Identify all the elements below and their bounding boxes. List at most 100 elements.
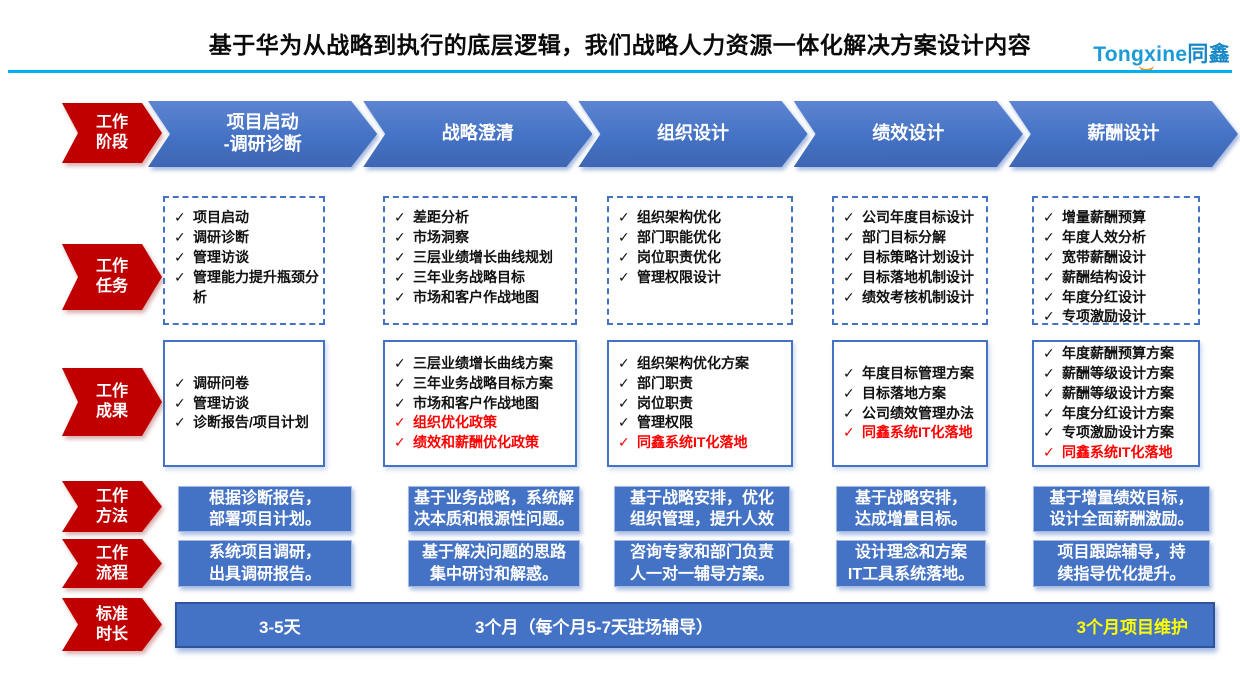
check-item: ✓组织优化政策	[394, 413, 571, 433]
check-item-text: 年度分红设计	[1062, 288, 1146, 305]
check-item-text: 同鑫系统IT化落地	[862, 424, 973, 441]
row-label-outputs: 工作 成果	[62, 368, 162, 436]
check-item: ✓岗位职责优化	[618, 248, 787, 268]
check-item-text: 专项激励设计	[1062, 308, 1146, 325]
row-label-duration-text: 标准 时长	[62, 598, 162, 651]
duration-label-2: 3个月（每个月5-7天驻场辅导）	[475, 617, 714, 637]
check-icon: ✓	[1043, 288, 1055, 305]
check-item-text: 部门职能优化	[637, 228, 721, 245]
method-box-4: 基于战略安排， 达成增量目标。	[836, 486, 986, 532]
check-item: ✓ 管理访谈	[174, 394, 319, 414]
check-item-text: 同鑫系统IT化落地	[1062, 444, 1173, 461]
process-box-4: 设计理念和方案 IT工具系统落地。	[836, 540, 986, 587]
check-item-text: 专项激励设计方案	[1062, 424, 1174, 441]
check-item: ✓部门职责	[618, 374, 787, 394]
check-item: ✓年度分红设计方案	[1043, 404, 1194, 424]
check-item: ✓调研诊断	[174, 228, 319, 248]
check-item: ✓公司年度目标设计	[843, 208, 982, 228]
check-item: ✓ 年度分红设计	[1043, 288, 1194, 308]
check-icon: ✓	[843, 288, 855, 305]
check-icon: ✓	[1043, 364, 1055, 381]
check-item-text: 年度人效分析	[1062, 228, 1146, 245]
check-item: ✓绩效考核机制设计	[843, 288, 982, 308]
check-icon: ✓	[618, 209, 630, 225]
check-icon: ✓	[1043, 424, 1055, 441]
check-item: ✓三层业绩增长曲线规划	[394, 248, 571, 268]
check-item-text: 调研诊断	[193, 228, 249, 245]
check-item: ✓目标策略计划设计	[843, 248, 982, 268]
check-item-text: 目标落地方案	[862, 384, 946, 401]
phase-arrow-4: 绩效设计	[794, 101, 1023, 167]
check-icon: ✓	[1043, 444, 1055, 461]
check-item-text: 管理能力提升瓶颈分析	[193, 268, 319, 305]
check-item-text: 组织架构优化	[637, 209, 721, 225]
check-item-text: 三层业绩增长曲线方案	[413, 354, 553, 371]
check-item: ✓ 年度目标管理方案	[843, 364, 982, 384]
check-icon: ✓	[1043, 248, 1055, 265]
check-item-text: 岗位职责	[637, 394, 693, 411]
phase-arrow-5: 薪酬设计	[1009, 101, 1238, 167]
page-title: 基于华为从战略到执行的底层逻辑，我们战略人力资源一体化解决方案设计内容	[208, 32, 1032, 58]
row-label-stage-text: 工作 阶段	[62, 103, 162, 163]
check-icon: ✓	[843, 384, 855, 401]
check-item: ✓ 调研问卷	[174, 374, 319, 394]
method-box-5: 基于增量绩效目标， 设计全面薪酬激励。	[1033, 486, 1210, 532]
check-item-text: 部门目标分解	[862, 228, 946, 245]
check-item: ✓绩效和薪酬优化政策	[394, 433, 571, 453]
check-icon: ✓	[394, 288, 406, 305]
check-icon: ✓	[174, 394, 186, 411]
check-icon: ✓	[174, 374, 186, 391]
check-item: ✓差距分析	[394, 208, 571, 228]
row-label-outputs-text: 工作 成果	[62, 368, 162, 436]
check-item-text: 组织优化政策	[413, 414, 497, 431]
check-item: ✓市场洞察	[394, 228, 571, 248]
check-item: ✓年度薪酬预算方案	[1043, 344, 1194, 364]
task-box-1: ✓项目启动 ✓调研诊断 ✓管理访谈 ✓管理能力提升瓶颈分析	[163, 196, 325, 325]
check-icon: ✓	[843, 424, 855, 441]
check-item: ✓管理访谈	[174, 248, 319, 268]
check-item: ✓市场和客户作战地图	[394, 394, 571, 414]
check-item: ✓市场和客户作战地图	[394, 288, 571, 308]
check-item-text: 年度目标管理方案	[862, 364, 974, 381]
check-item: ✓组织架构优化方案	[618, 354, 787, 374]
check-icon: ✓	[394, 209, 406, 225]
check-item-text: 部门职责	[637, 374, 693, 391]
row-label-stage: 工作 阶段	[62, 103, 162, 163]
row-label-process-text: 工作 流程	[62, 539, 162, 588]
check-item: ✓管理权限	[618, 413, 787, 433]
check-item-text: 目标策略计划设计	[862, 248, 974, 265]
title-divider	[8, 70, 1232, 73]
method-box-2: 基于业务战略，系统解 决本质和根源性问题。	[408, 486, 580, 532]
check-icon: ✓	[618, 394, 630, 411]
check-icon: ✓	[394, 228, 406, 245]
duration-label-1: 3-5天	[259, 617, 301, 637]
check-icon: ✓	[843, 364, 855, 381]
output-box-2: ✓三层业绩增长曲线方案 ✓三年业务战略目标方案 ✓市场和客户作战地图 ✓组织优化…	[383, 340, 577, 467]
check-item: ✓三年业务战略目标方案	[394, 374, 571, 394]
check-item-text: 调研问卷	[193, 374, 249, 391]
phase-arrow-1: 项目启动 -调研诊断	[148, 101, 377, 167]
check-icon: ✓	[1043, 268, 1055, 285]
check-icon: ✓	[618, 414, 630, 431]
check-item-text: 公司年度目标设计	[862, 209, 974, 225]
row-label-tasks: 工作 任务	[62, 244, 162, 310]
check-item-text: 年度分红设计方案	[1062, 404, 1174, 421]
check-icon: ✓	[394, 354, 406, 371]
check-icon: ✓	[1043, 308, 1055, 325]
check-item-text: 年度薪酬预算方案	[1062, 344, 1174, 361]
check-item-text: 项目启动	[193, 209, 249, 225]
check-item-text: 管理访谈	[193, 394, 249, 411]
check-icon: ✓	[394, 248, 406, 265]
output-box-4: ✓年度目标管理方案 ✓目标落地方案 ✓公司绩效管理办法 ✓同鑫系统IT化落地	[832, 340, 988, 467]
check-icon: ✓	[843, 268, 855, 285]
check-item: ✓增量薪酬预算	[1043, 208, 1194, 228]
check-item-text: 岗位职责优化	[637, 248, 721, 265]
check-icon: ✓	[1043, 228, 1055, 245]
check-icon: ✓	[618, 228, 630, 245]
check-item: ✓薪酬结构设计	[1043, 268, 1194, 288]
check-item-text: 薪酬等级设计方案	[1062, 364, 1174, 381]
phase-arrow-2-label: 战略澄清	[363, 101, 592, 167]
check-item: ✓ 组织架构优化	[618, 208, 787, 228]
check-item: ✓目标落地机制设计	[843, 268, 982, 288]
check-icon: ✓	[394, 374, 406, 391]
